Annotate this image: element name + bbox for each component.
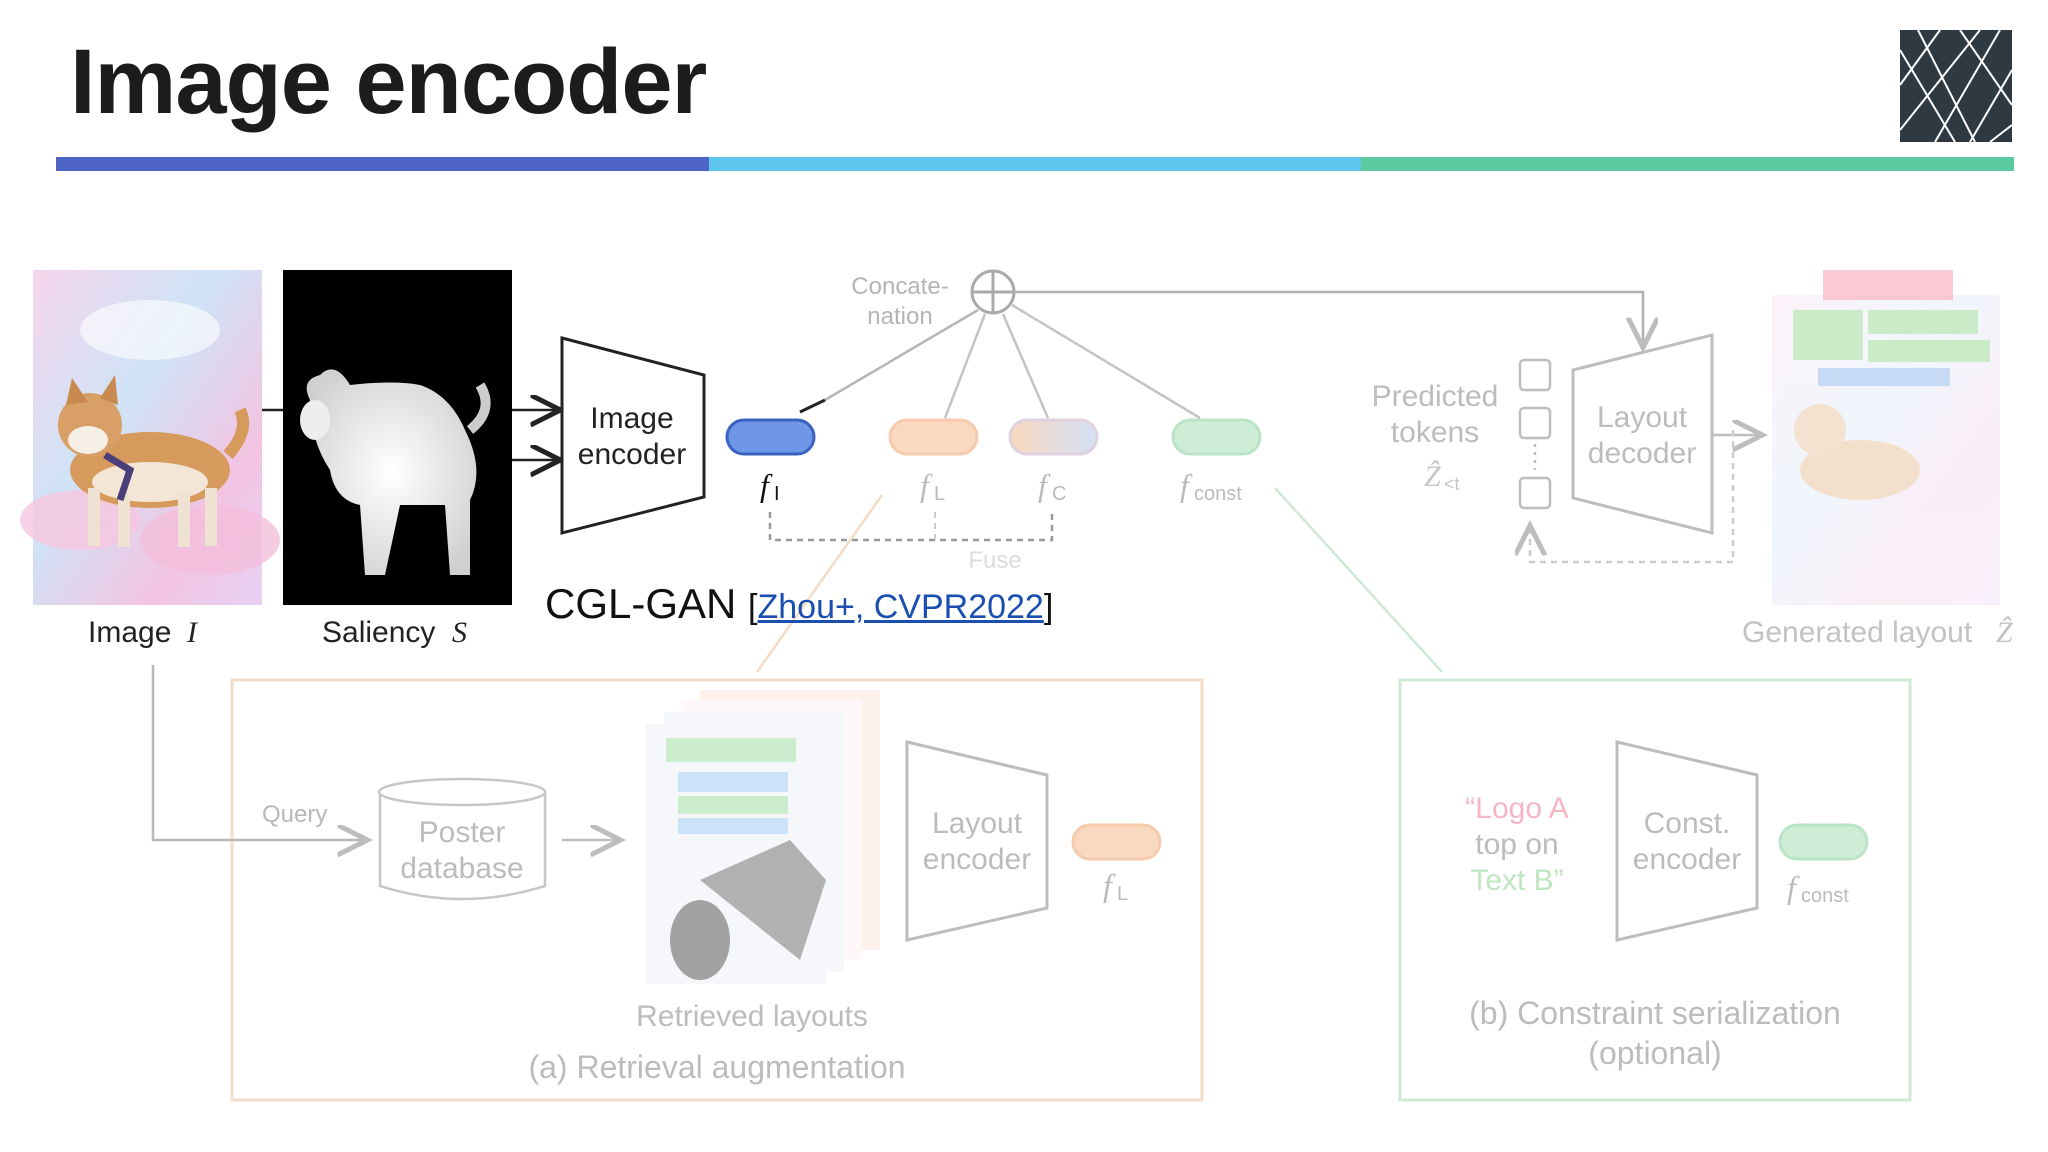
f-layout-symbol: f: [920, 467, 933, 503]
saliency-symbol: S: [452, 616, 467, 649]
f-const-subscript: const: [1194, 483, 1242, 505]
image-encoder-label-line1: Image: [590, 402, 673, 435]
layout-encoder-line2: encoder: [923, 843, 1031, 876]
const-encoder-line2: encoder: [1633, 843, 1741, 876]
fuse-label: Fuse: [968, 547, 1021, 574]
image-label: Image: [88, 616, 171, 649]
f-c-to-concat: [1001, 313, 1050, 419]
retrieved-layouts-label: Retrieved layouts: [636, 1000, 868, 1033]
reference-link[interactable]: Zhou+, CVPR2022: [757, 588, 1044, 626]
image-encoder-block: [560, 336, 706, 535]
ref-open-bracket: [: [748, 588, 758, 626]
token-box-3: [1518, 476, 1552, 510]
reference-citation: CGL-GAN [Zhou+, CVPR2022]: [545, 580, 1053, 628]
f-image-subscript: I: [774, 483, 780, 505]
poster-database-line1: Poster: [419, 816, 506, 849]
constraint-serialization-line1: (b) Constraint serialization: [1469, 995, 1841, 1031]
f-c-subscript: C: [1052, 483, 1066, 505]
concat-to-decoder: [1014, 290, 1643, 345]
concat-label-line1: Concate-: [851, 273, 948, 300]
predicted-tokens-line2: tokens: [1391, 416, 1479, 449]
gen-layout-logo: [1823, 270, 1953, 300]
fuse-dashed-line: [768, 510, 1054, 542]
f-layout-to-concat: [943, 313, 987, 419]
f-const-symbol: f: [1180, 467, 1193, 503]
gen-layout-text-3: [1868, 340, 1990, 362]
title-rule: [56, 157, 2014, 171]
f-image-symbol: f: [760, 467, 773, 503]
generated-layout-label: Generated layout: [1742, 616, 1973, 649]
z-subscript: <t: [1444, 474, 1460, 494]
concat-label-line2: nation: [867, 303, 932, 330]
constraint-text-line3: Text B”: [1470, 864, 1563, 897]
constraint-text-line2: top on: [1475, 828, 1558, 861]
saliency-label: Saliency: [322, 616, 435, 649]
const-encoder-block: [1615, 740, 1759, 942]
image-symbol: I: [186, 616, 199, 649]
f-layout-output-subscript: L: [1117, 883, 1128, 905]
input-image: [20, 270, 280, 605]
const-encoder-line1: Const.: [1644, 807, 1731, 840]
token-box-2: [1518, 406, 1552, 440]
layout-decoder-line2: decoder: [1588, 437, 1696, 470]
f-const-output-subscript: const: [1801, 885, 1849, 907]
f-const-output-pill: [1778, 823, 1869, 861]
retrieved-layouts-stack: [646, 690, 880, 984]
f-image-pill: [725, 418, 816, 456]
predicted-tokens-line1: Predicted: [1372, 380, 1499, 413]
f-image-to-concat: [824, 308, 979, 402]
f-c-symbol: f: [1038, 467, 1051, 503]
f-layout-output-pill: [1071, 823, 1162, 861]
saliency-map: [283, 270, 512, 605]
layout-decoder-block: [1571, 333, 1714, 535]
constraint-serialization-box: [1398, 678, 1912, 1102]
retrieval-augmentation-box: [230, 678, 1204, 1102]
f-const-to-concat: [1011, 303, 1201, 420]
rule-segment-green: [1361, 157, 2014, 171]
z-symbol: Ẑ: [1424, 460, 1441, 493]
model-name: CGL-GAN: [545, 580, 737, 627]
image-encoder-label-line2: encoder: [578, 438, 686, 471]
retrieval-to-f-layout: [755, 494, 884, 673]
ref-close-bracket: ]: [1043, 588, 1054, 626]
layout-encoder-block: [905, 740, 1049, 942]
token-box-1: [1518, 358, 1552, 392]
retrieval-augmentation-label: (a) Retrieval augmentation: [528, 1049, 905, 1085]
query-label: Query: [262, 801, 327, 828]
gen-layout-text-1: [1793, 310, 1863, 360]
f-const-output-symbol: f: [1787, 869, 1800, 905]
f-image-to-concat-dark: [799, 398, 826, 414]
constraint-serialization-line2: (optional): [1588, 1035, 1721, 1071]
institution-logo-icon: [1900, 30, 2012, 142]
query-arrow: [151, 665, 365, 840]
poster-database-icon: [377, 777, 547, 901]
f-layout-pill: [888, 418, 979, 456]
generated-symbol: Ẑ: [1996, 616, 2013, 649]
gen-layout-underlay: [1818, 368, 1950, 386]
f-layout-output-symbol: f: [1103, 867, 1116, 903]
layout-decoder-line1: Layout: [1597, 401, 1688, 434]
slide-title: Image encoder: [70, 31, 707, 133]
rule-segment-blue: [56, 157, 709, 171]
f-layout-subscript: L: [934, 483, 945, 505]
constraint-to-f-const: [1274, 487, 1443, 673]
f-c-pill: [1008, 418, 1099, 456]
layout-encoder-line1: Layout: [932, 807, 1023, 840]
autoregressive-loop: [1530, 430, 1735, 564]
f-const-pill: [1171, 418, 1262, 456]
rule-segment-cyan: [709, 157, 1361, 171]
gen-layout-text-2: [1868, 310, 1978, 334]
poster-database-line2: database: [400, 852, 523, 885]
constraint-text-line1: “Logo A: [1465, 792, 1568, 825]
